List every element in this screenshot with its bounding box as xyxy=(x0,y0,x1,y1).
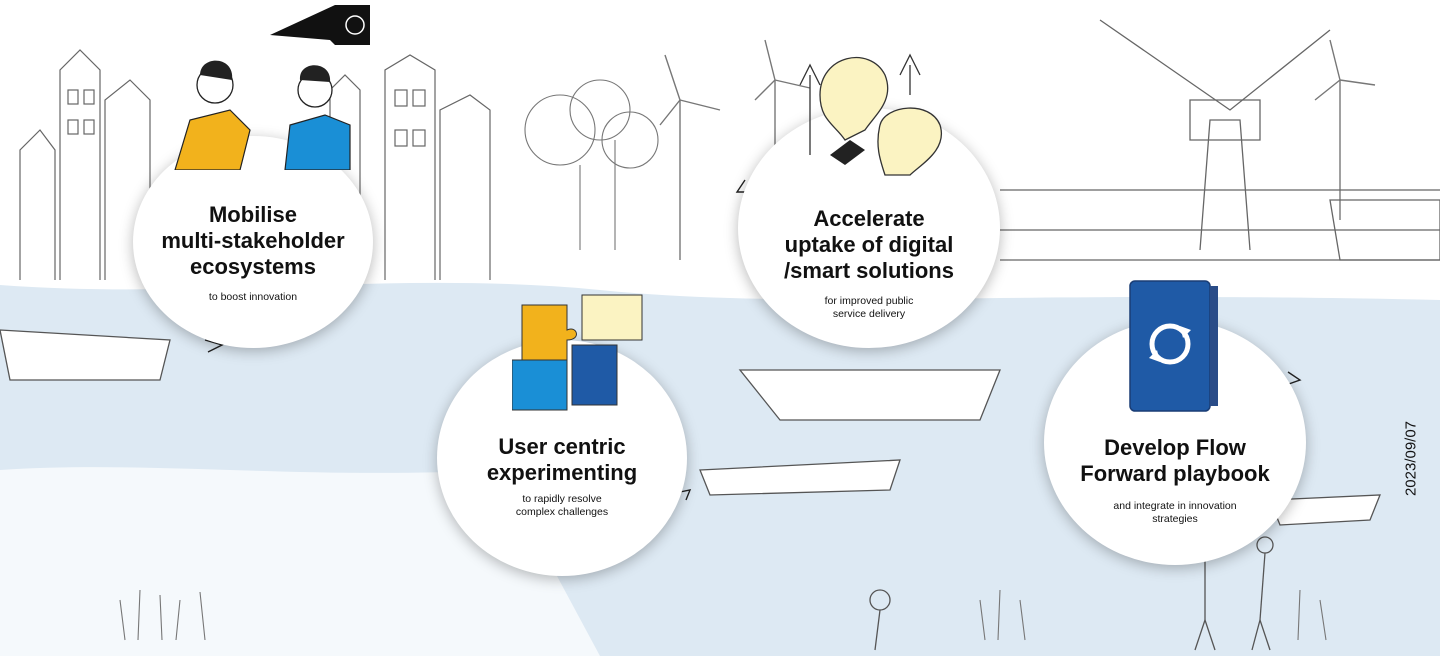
date-label: 2023/09/07 xyxy=(1402,420,1420,497)
canal-houses xyxy=(19,49,491,280)
trees-and-reeds xyxy=(119,79,1327,641)
step-playbook-title: Develop Flow Forward playbook xyxy=(1080,435,1270,486)
step-experimenting-subtitle: to rapidly resolve complex challenges xyxy=(515,493,609,518)
puzzle-icon xyxy=(512,294,643,411)
step-accelerate: Accelerate uptake of digital /smart solu… xyxy=(738,108,1000,348)
playbook-icon xyxy=(1129,280,1218,412)
step-playbook-subtitle: and integrate in innovation strategies xyxy=(1113,500,1237,525)
port-crane xyxy=(1000,19,1440,261)
step-mobilise-title: Mobilise multi-stakeholder ecosystems xyxy=(161,202,345,279)
step-accelerate-subtitle: for improved public service delivery xyxy=(824,295,914,320)
step-experimenting-title: User centric experimenting xyxy=(486,434,638,485)
people-discussion-icon xyxy=(174,5,370,170)
boats xyxy=(0,329,1381,526)
step-mobilise: Mobilise multi-stakeholder ecosystems to… xyxy=(133,136,373,348)
lightbulb-icon xyxy=(799,53,943,176)
step-accelerate-title: Accelerate uptake of digital /smart solu… xyxy=(784,206,954,283)
step-mobilise-subtitle: to boost innovation xyxy=(208,291,298,303)
